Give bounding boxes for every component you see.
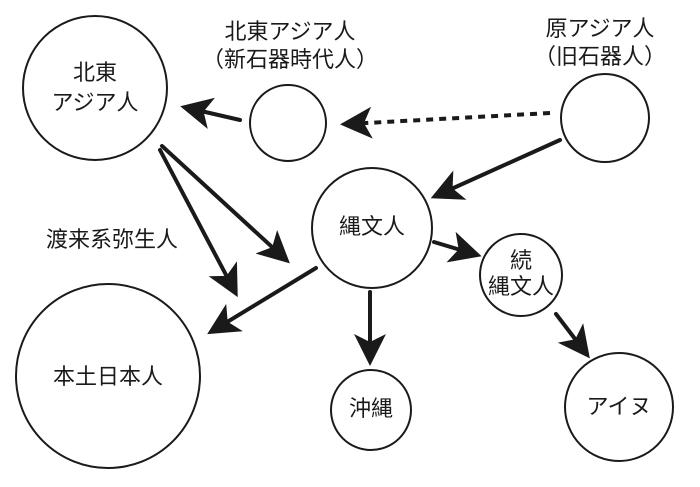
node-hokuto-asia: 北東 アジア人 <box>22 15 168 161</box>
ainu-label: アイヌ <box>587 395 652 420</box>
proto-asian-caption-line1: 原アジア人 <box>545 17 654 42</box>
node-proto-asian <box>560 73 650 163</box>
okinawa-label: 沖縄 <box>349 397 393 422</box>
node-zoku-jomon: 続 縄文人 <box>479 233 563 317</box>
neolithic-caption-line1: 北東アジア人 <box>224 20 355 45</box>
torai-yayoi-label: 渡来系弥生人 <box>46 228 178 253</box>
edge-jomon-to-hondo <box>207 266 318 335</box>
jomon-label: 縄文人 <box>339 215 405 240</box>
zoku-jomon-line1: 続 <box>510 249 532 274</box>
hondo-label: 本土日本人 <box>53 365 163 390</box>
edge-hokuto-to-hondo-a <box>158 148 238 298</box>
edge-zoku-to-ainu <box>554 312 590 359</box>
edge-jomon-to-zoku <box>432 231 482 263</box>
proto-asian-caption-line2: （旧石器人） <box>534 45 666 70</box>
edge-proto-to-jomon <box>430 138 562 200</box>
node-hondo: 本土日本人 <box>15 283 201 469</box>
node-jomon: 縄文人 <box>311 167 433 289</box>
edge-hokuto-to-hondo-b <box>160 144 290 264</box>
node-ainu: アイヌ <box>564 352 674 462</box>
edge-neolithic-to-hokuto <box>180 97 242 129</box>
node-neolithic <box>249 84 327 162</box>
zoku-jomon-line2: 縄文人 <box>488 275 554 300</box>
hokuto-asia-line2: アジア人 <box>51 91 138 116</box>
edge-proto-to-neolithic <box>340 106 551 139</box>
neolithic-caption-line2: （新石器時代人） <box>202 48 378 73</box>
node-okinawa: 沖縄 <box>330 369 412 451</box>
hokuto-asia-line1: 北東 <box>73 61 117 86</box>
